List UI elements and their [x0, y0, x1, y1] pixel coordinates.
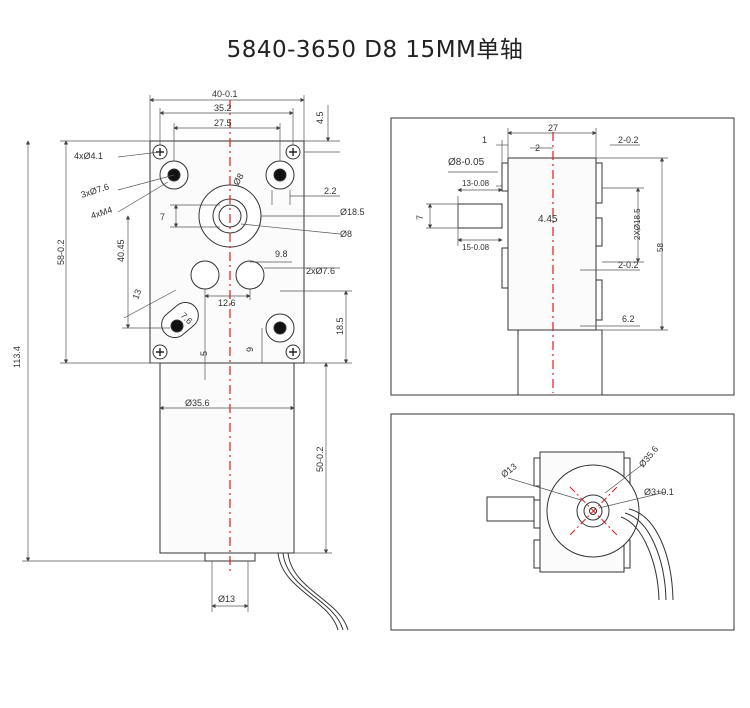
dim-label: Ø18.5: [340, 207, 365, 217]
front-view: [149, 140, 349, 631]
side-dimension-labels: 27 1 2 2-0.2 Ø8-0.05 13-0.08 7 4.45 15-0…: [415, 123, 665, 324]
dim-label: 4.5: [315, 111, 325, 124]
dim-label: 35.2: [214, 103, 232, 113]
dim-label: 2-0.2: [618, 260, 639, 270]
dim-label: 4xØ4.1: [74, 151, 103, 161]
dim-label: Ø35.6: [185, 398, 210, 408]
dimension-lines: [22, 95, 352, 612]
rear-dimension-lines: [507, 463, 667, 509]
center-line: [569, 486, 618, 536]
dim-label: 113.4: [12, 346, 22, 368]
dim-label: 7: [160, 212, 165, 222]
dim-label: 27.5: [214, 118, 232, 128]
hole-icon: [235, 260, 265, 290]
dim-label: 12.6: [218, 298, 236, 308]
dim-label: 40.45: [116, 239, 126, 262]
dim-label: 2XØ18.5: [633, 208, 642, 240]
side-view: [457, 157, 603, 396]
dim-label: Ø13: [218, 594, 235, 604]
dim-label: 2.2: [324, 186, 337, 196]
dim-label: 40-0.1: [212, 89, 238, 99]
dim-label: 2xØ7.6: [306, 266, 335, 276]
dim-label: 2-0.2: [618, 135, 639, 145]
dim-label: 7: [415, 215, 425, 220]
drawing-title: 5840-3650 D8 15MM单轴: [226, 37, 524, 63]
hole-icon: [190, 260, 220, 290]
dim-label: 9.8: [275, 249, 288, 259]
dim-label: Ø8: [340, 229, 352, 239]
dim-label: 9: [245, 347, 255, 352]
dim-label: 18.5: [335, 317, 345, 335]
dim-label: 50-0.2: [315, 446, 325, 472]
dim-label: 27: [548, 123, 558, 133]
dim-label: Ø8-0.05: [448, 157, 485, 168]
dim-label: 15-0.08: [462, 243, 490, 252]
dim-label: Ø3+0.1: [644, 487, 674, 497]
dim-label: 6.2: [622, 314, 635, 324]
dim-label: 4xM4: [90, 205, 114, 221]
dim-label: 3xØ7.6: [80, 181, 111, 199]
side-dimension-lines: [426, 128, 668, 331]
dim-label: 4.45: [538, 214, 558, 225]
dim-label: 58: [656, 243, 665, 252]
dim-label: 1: [482, 135, 487, 145]
dim-label: 5: [199, 351, 209, 356]
motor-body: [159, 362, 295, 554]
dim-label: 58-0.2: [56, 239, 66, 265]
dim-label: 2: [535, 143, 540, 153]
dim-label: 13-0.08: [462, 179, 490, 188]
slot-icon: [161, 302, 199, 338]
dim-label: 13: [130, 288, 143, 301]
